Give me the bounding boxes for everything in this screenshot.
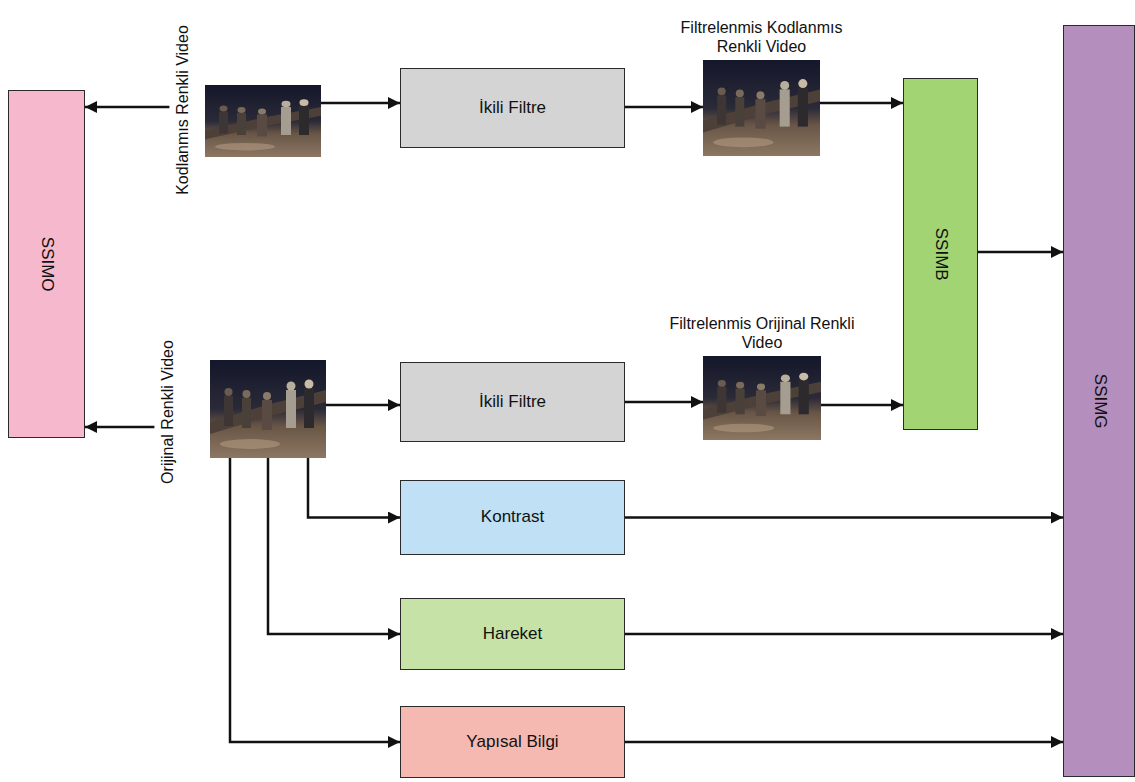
video-label: Orijinal Renkli Video: [158, 327, 177, 497]
video-thumbnail: Filtrelenmis Kodlanmıs Renkli Video: [703, 60, 820, 156]
original-video-image: [210, 360, 326, 458]
arrow-connector: [625, 741, 1063, 744]
box-label: SSIMG: [1089, 374, 1109, 429]
video-label: Filtrelenmis Kodlanmıs Renkli Video: [667, 18, 857, 56]
box-label: İkili Filtre: [479, 98, 546, 118]
arrow-connector: [308, 458, 400, 518]
filtered-coded-video-image: [703, 60, 820, 156]
box-label: Hareket: [483, 624, 543, 644]
ssim-box: SSIMG: [1063, 25, 1135, 777]
arrow-connector: [820, 102, 903, 105]
arrow-connector: [978, 251, 1063, 254]
arrow-connector: [821, 404, 903, 407]
box-label: Yapısal Bilgi: [466, 732, 558, 752]
arrow-connector: [230, 458, 400, 742]
video-thumbnail: Kodlanmıs Renkli Video: [205, 85, 321, 157]
filter-box: İkili Filtre: [400, 362, 625, 442]
arrow-connector: [85, 426, 154, 429]
box-label: İkili Filtre: [479, 392, 546, 412]
filtered-original-video-image: [703, 356, 821, 440]
arrow-connector: [85, 106, 169, 109]
video-thumbnail: Orijinal Renkli Video: [210, 360, 326, 458]
feature-box: Yapısal Bilgi: [400, 706, 625, 778]
video-label: Filtrelenmis Orijinal Renkli Video: [667, 314, 857, 352]
ssim-box: SSIMB: [903, 78, 978, 430]
box-label: SSIMB: [930, 228, 950, 281]
arrow-connector: [321, 102, 400, 105]
arrow-connector: [326, 404, 400, 407]
arrow-connector: [625, 401, 703, 404]
coded-video-image: [205, 85, 321, 157]
arrow-connector: [625, 516, 1063, 519]
video-thumbnail: Filtrelenmis Orijinal Renkli Video: [703, 356, 821, 440]
arrow-connector: [625, 106, 703, 109]
arrow-connector: [625, 633, 1063, 636]
video-label: Kodlanmıs Renkli Video: [173, 25, 192, 195]
arrow-connector: [268, 458, 400, 634]
filter-box: İkili Filtre: [400, 68, 625, 148]
feature-box: Kontrast: [400, 480, 625, 555]
box-label: Kontrast: [481, 507, 544, 527]
ssim-box: SSIMO: [8, 90, 85, 438]
box-label: SSIMO: [36, 237, 56, 292]
feature-box: Hareket: [400, 598, 625, 670]
